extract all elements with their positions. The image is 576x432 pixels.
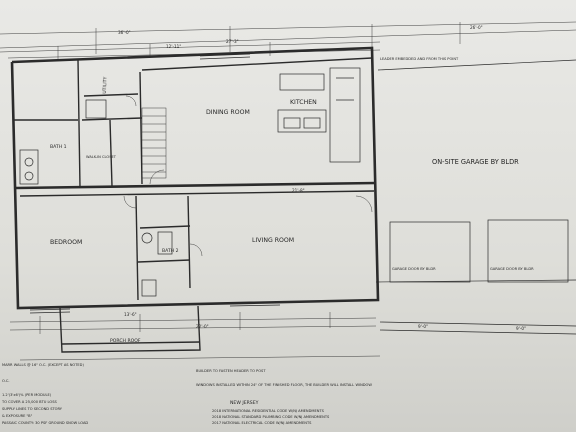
dim-garage-overall: 26'-0" xyxy=(470,25,483,30)
dim-living-width: 21'-8" xyxy=(292,188,305,193)
note-oc: O.C. xyxy=(2,379,9,383)
note-garage-door-2: GARAGE DOOR BY BLDR xyxy=(490,267,534,271)
top-dimension-lines xyxy=(0,21,576,60)
bath-fixtures xyxy=(19,99,173,297)
house-exterior-walls xyxy=(10,46,380,310)
garage-outline xyxy=(375,59,576,335)
dim-top-overall: 36'-0" xyxy=(118,30,131,35)
label-dining-room: DINING ROOM xyxy=(206,109,250,116)
legend-line-2: TO COVER A 25,000 BTU LOSS xyxy=(1,400,58,404)
dim-second-row: 27'-3" xyxy=(226,39,239,44)
upper-module-interior-walls xyxy=(14,57,373,189)
bottom-dimension-lines xyxy=(9,312,381,361)
label-bath-2: BATH 2 xyxy=(162,248,179,254)
note-code-1: 2018 INTERNATIONAL RESIDENTIAL CODE W/NJ… xyxy=(212,409,325,413)
lower-module-interior-walls xyxy=(19,190,375,301)
legend-line-4: & EXPOSURE "B" xyxy=(2,414,33,418)
dim-bottom-segment: 22'-0" xyxy=(196,324,209,329)
label-living-room: LIVING ROOM xyxy=(252,237,294,244)
note-marriage-walls: MARR WALLS @ 16" O.C. (EXCEPT AS NOTED) xyxy=(2,363,84,367)
kitchen-counter xyxy=(277,67,361,163)
note-garage-door-1: GARAGE DOOR BY BLDR xyxy=(392,267,436,271)
note-code-3: 2017 NATIONAL ELECTRICAL CODE W/NJ AMEND… xyxy=(212,421,312,425)
dim-garage-door-2: 9'-0" xyxy=(516,326,526,331)
note-code-2: 2018 NATIONAL STANDARD PLUMBING CODE W/N… xyxy=(212,415,330,419)
window-openings xyxy=(29,53,281,314)
legend-line-1: 1.2'(3'x6')% (PER MODULE) xyxy=(2,393,52,397)
label-utility: UTILITY xyxy=(102,76,109,93)
legend-line-3: SUPPLY LINES TO SECOND STORY xyxy=(2,407,63,411)
label-porch-roof: PORCH ROOF xyxy=(110,338,141,344)
note-window: WINDOWS INSTALLED WITHIN 24" OF THE FINI… xyxy=(196,383,372,387)
legend-line-5: PASSAIC COUNTY: 30 PSF GROUND SNOW LOAD xyxy=(2,421,88,425)
dim-left-segment: 12'-11" xyxy=(166,44,181,49)
label-kitchen: KITCHEN xyxy=(290,99,317,106)
note-builder: BUILDER TO FASTEN HEADER TO POST xyxy=(196,369,266,373)
label-bath-1: BATH 1 xyxy=(50,144,67,150)
note-new-jersey: NEW JERSEY xyxy=(230,400,259,406)
stair-treads xyxy=(141,107,167,179)
label-garage: ON-SITE GARAGE BY BLDR xyxy=(432,158,519,166)
label-bedroom: BEDROOM xyxy=(50,239,82,246)
dim-porch-width: 13'-6" xyxy=(124,312,137,317)
dim-garage-door-1: 9'-0" xyxy=(418,324,428,329)
label-walk-in-closet: WALK-IN CLOSET xyxy=(86,155,117,159)
door-swings xyxy=(123,95,373,257)
note-leader: LEADER EMBEDDED AND FROM THIS POINT xyxy=(380,57,459,61)
